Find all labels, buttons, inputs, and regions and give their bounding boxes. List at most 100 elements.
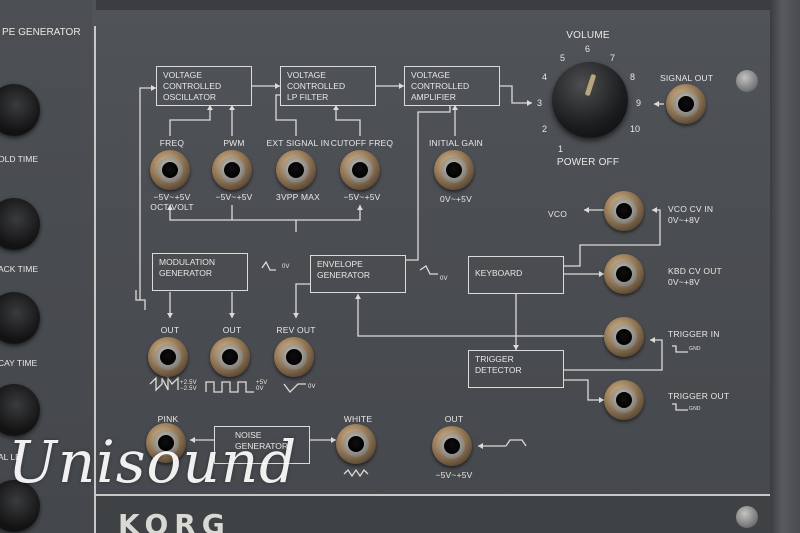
volume-label: VOLUME bbox=[566, 30, 610, 41]
rev-out-label: REV OUT bbox=[276, 325, 316, 335]
hold-time-label: OLD TIME bbox=[0, 154, 38, 164]
volume-tick-1: 1 bbox=[558, 144, 564, 154]
sustain-level-label: AL LE bbox=[0, 452, 21, 462]
attack-time-knob[interactable] bbox=[0, 198, 40, 250]
noise-generator-module: NOISE GENERATOR bbox=[214, 426, 310, 464]
vco-side-label: VCO bbox=[548, 209, 568, 219]
sustain-level-knob[interactable] bbox=[0, 384, 40, 436]
volume-tick-10: 10 bbox=[630, 124, 641, 134]
keyboard-module-label: KEYBOARD bbox=[475, 268, 523, 278]
vco-cv-in-range: 0V~+8V bbox=[668, 215, 700, 225]
white-label: WHITE bbox=[343, 414, 373, 424]
freq-oct-volt: OCT/VOLT bbox=[150, 202, 194, 212]
trigger-in-label: TRIGGER IN bbox=[668, 329, 720, 339]
initial-gain-range: 0V~+5V bbox=[440, 194, 472, 204]
keyboard-module: KEYBOARD bbox=[468, 256, 564, 294]
mod-out2-label: OUT bbox=[222, 325, 242, 335]
vca-module: VOLTAGE CONTROLLED AMPLIFIER bbox=[404, 66, 500, 106]
noise-generator-label: NOISE GENERATOR bbox=[235, 430, 289, 451]
noise-out-range: −5V~+5V bbox=[435, 470, 473, 480]
signal-out-label: SIGNAL OUT bbox=[660, 73, 714, 83]
vco-module: VOLTAGE CONTROLLED OSCILLATOR bbox=[156, 66, 252, 106]
initial-gain-label: INITIAL GAIN bbox=[428, 138, 484, 148]
noise-out-jack[interactable] bbox=[432, 426, 472, 466]
envelope-generator-module: ENVELOPE GENERATOR bbox=[310, 255, 406, 293]
left-envelope-panel: PE GENERATOR OLD TIME ACK TIME CAY TIME … bbox=[0, 0, 92, 533]
vco-module-label: VOLTAGE CONTROLLED OSCILLATOR bbox=[163, 70, 222, 102]
white-jack[interactable] bbox=[336, 424, 376, 464]
left-panel-header: PE GENERATOR bbox=[2, 27, 81, 38]
bottom-bar bbox=[96, 496, 770, 533]
mod-out2-jack[interactable] bbox=[210, 337, 250, 377]
kbd-cv-out-range: 0V~+8V bbox=[668, 277, 700, 287]
volume-tick-7: 7 bbox=[610, 53, 616, 63]
envelope-generator-label: ENVELOPE GENERATOR bbox=[317, 259, 371, 280]
kbd-cv-out-label: KBD CV OUT bbox=[668, 266, 722, 276]
rev-out-range: 0V bbox=[308, 384, 316, 390]
volume-tick-2: 2 bbox=[542, 124, 548, 134]
noise-out-label: OUT bbox=[444, 414, 464, 424]
vcf-module: VOLTAGE CONTROLLED LP FILTER bbox=[280, 66, 376, 106]
vco-cv-in-label: VCO CV IN bbox=[668, 204, 714, 214]
volume-pointer bbox=[584, 73, 597, 97]
release-knob[interactable] bbox=[0, 480, 40, 532]
bottom-right-screw bbox=[736, 506, 758, 528]
modulation-generator-label: MODULATION GENERATOR bbox=[159, 257, 216, 278]
brand-logo: KORG bbox=[118, 508, 231, 533]
vcf-module-label: VOLTAGE CONTROLLED LP FILTER bbox=[287, 70, 346, 102]
trigger-detector-module: TRIGGER DETECTOR bbox=[468, 350, 564, 388]
volume-tick-8: 8 bbox=[630, 72, 636, 82]
pwm-range: −5V~+5V bbox=[215, 192, 253, 202]
mod-out1-jack[interactable] bbox=[148, 337, 188, 377]
pink-jack[interactable] bbox=[146, 423, 186, 463]
volume-tick-6: 6 bbox=[585, 44, 591, 54]
top-edge bbox=[96, 0, 770, 10]
watermark-logo: Unisound bbox=[8, 428, 298, 496]
kbd-cv-out-jack[interactable] bbox=[604, 254, 644, 294]
trigger-out-gnd: GND bbox=[689, 406, 701, 412]
signal-out-jack[interactable] bbox=[666, 84, 706, 124]
trigger-in-jack[interactable] bbox=[604, 317, 644, 357]
env-marker-left: 0V bbox=[282, 264, 290, 270]
hold-time-knob[interactable] bbox=[0, 84, 40, 136]
pink-label: PINK bbox=[157, 414, 179, 424]
right-edge bbox=[770, 0, 800, 533]
vco-cv-in-jack[interactable] bbox=[604, 191, 644, 231]
mod-out2-range: +5V 0V bbox=[256, 380, 268, 392]
power-off-label: POWER OFF bbox=[556, 157, 620, 168]
volume-tick-4: 4 bbox=[542, 72, 548, 82]
vca-module-label: VOLTAGE CONTROLLED AMPLIFIER bbox=[411, 70, 470, 102]
freq-label: FREQ bbox=[159, 138, 185, 148]
volume-tick-9: 9 bbox=[636, 98, 642, 108]
volume-tick-5: 5 bbox=[560, 53, 566, 63]
rev-out-jack[interactable] bbox=[274, 337, 314, 377]
ext-signal-jack[interactable] bbox=[276, 150, 316, 190]
ext-signal-label: EXT SIGNAL IN bbox=[266, 138, 330, 148]
cutoff-jack[interactable] bbox=[340, 150, 380, 190]
trigger-out-jack[interactable] bbox=[604, 380, 644, 420]
freq-jack[interactable] bbox=[150, 150, 190, 190]
mod-out1-range: +2.5V −2.5V bbox=[180, 380, 197, 392]
modulation-generator-module: MODULATION GENERATOR bbox=[152, 253, 248, 291]
trigger-in-gnd: GND bbox=[689, 346, 701, 352]
cutoff-range: −5V~+5V bbox=[343, 192, 381, 202]
pwm-label: PWM bbox=[223, 138, 245, 148]
mod-out1-label: OUT bbox=[160, 325, 180, 335]
top-right-screw bbox=[736, 70, 758, 92]
trigger-detector-label: TRIGGER DETECTOR bbox=[475, 354, 522, 375]
freq-range: −5V~+5V bbox=[153, 192, 191, 202]
attack-time-label: ACK TIME bbox=[0, 264, 38, 274]
panel-separator bbox=[94, 26, 96, 533]
decay-time-knob[interactable] bbox=[0, 292, 40, 344]
env-marker-right: 0V bbox=[440, 276, 448, 282]
ext-signal-range: 3VPP MAX bbox=[276, 192, 320, 202]
pwm-jack[interactable] bbox=[212, 150, 252, 190]
bottom-separator bbox=[96, 494, 770, 496]
trigger-out-label: TRIGGER OUT bbox=[668, 391, 730, 401]
decay-time-label: CAY TIME bbox=[0, 358, 38, 368]
volume-tick-3: 3 bbox=[537, 98, 543, 108]
initial-gain-jack[interactable] bbox=[434, 150, 474, 190]
volume-knob[interactable] bbox=[552, 62, 628, 138]
